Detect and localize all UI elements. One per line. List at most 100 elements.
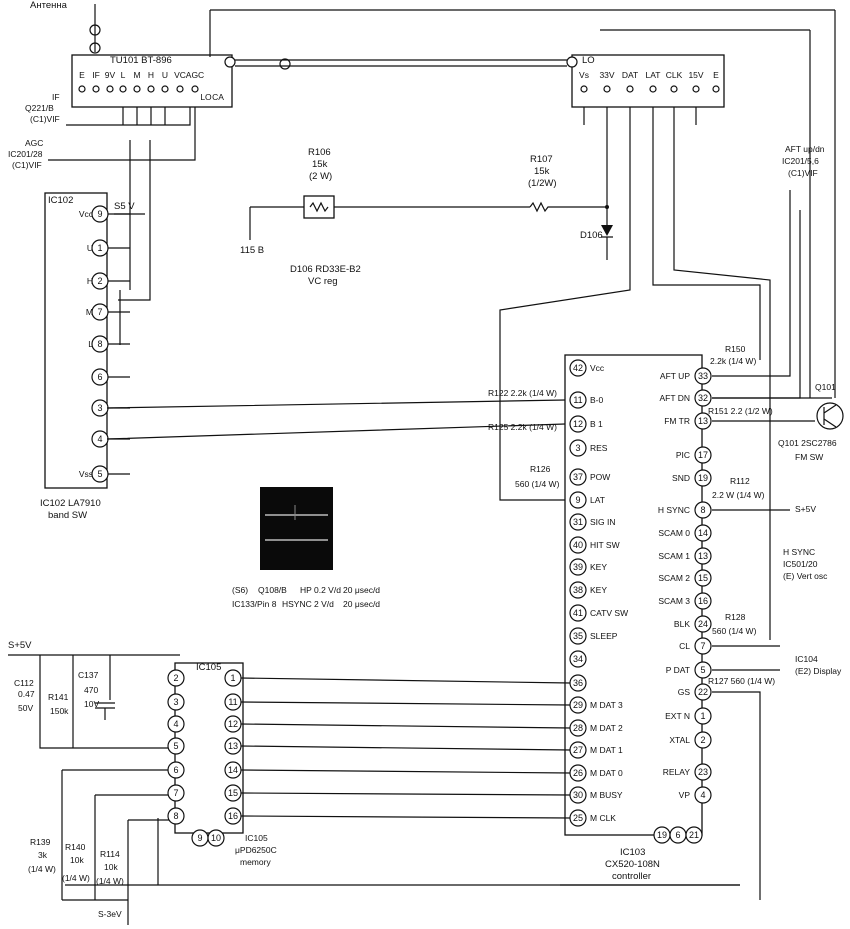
scope-caption: (S6) Q108/B HP 0.2 V/d 20 μsec/d IC133/P… [232,585,380,609]
svg-text:Q101 2SC2786: Q101 2SC2786 [778,438,837,448]
tuner-right-pin-terminal [670,85,678,93]
ic103-right-pin-circle [694,683,712,701]
scope-trace [260,487,333,570]
ic105-bottom-pin-number: 9 [197,833,202,843]
ic103-right-pin-circle [694,389,712,407]
ic105-bottom-pin-circle [207,829,225,847]
ic103-right-pin-circle [694,786,712,804]
ic103-left-pin-label: KEY [590,585,607,595]
ic103-left-pin-circle [569,650,587,668]
tuner-right-pin-terminal [712,85,720,93]
svg-text:20 μsec/d: 20 μsec/d [343,599,380,609]
ic102-pin-label: M [86,307,93,317]
r140-rating: (1/4 W) [62,873,90,883]
ic103-left-pin-label: SIG IN [590,517,616,527]
ic103-right-pin-circle [694,615,712,633]
r150-value: 2.2k (1/4 W) [710,356,756,366]
ic103-right-pin-label: FM TR [664,416,690,426]
ic103-right-pin-number: 5 [700,665,705,675]
ic103-right-pin-circle [694,469,712,487]
r139-name: R139 [30,837,51,847]
ic103-left-pin-number: 28 [573,723,583,733]
ic105-right-pin-number: 12 [228,719,238,729]
if-source: Q221/B [25,103,54,113]
tuner-pin-label: IF [92,70,100,80]
ic103-right-pin-label: BLK [674,619,690,629]
hsync-source: IC501/20 [783,559,818,569]
tuner-right-pin-label: CLK [666,70,683,80]
hsync-label: H SYNC [783,547,815,557]
ic105-left-pin-number: 2 [173,673,178,683]
tuner-pin-label: LO [200,92,212,102]
tuner-pin-terminal [133,85,141,93]
antenna-label: Антенна [30,0,68,11]
ic105-left-pin-number: 4 [173,719,178,729]
ic103-right-pin-label: XTAL [669,735,690,745]
tuner-pin-terminal [161,85,169,93]
b115-label: 115 B [240,245,264,256]
ic102-pin-number: 1 [97,243,102,253]
ic103-left-pin-circle [569,513,587,531]
ic103-bottom-pin-number: 21 [689,830,699,840]
ic103-right-pin-number: 1 [700,711,705,721]
r125-label: R125 2.2k (1/4 W) [488,422,557,432]
ic102-pin-label: L [88,339,93,349]
tuner-pin-terminal [191,85,199,93]
if-block: (C1)VIF [30,114,60,124]
r128-value: 560 (1/4 W) [712,626,757,636]
r122-label: R122 2.2k (1/4 W) [488,388,557,398]
ic103-left-pin-number: 9 [575,495,580,505]
ic105-left-pin-circle [167,784,185,802]
ic105-left-pin-number: 5 [173,741,178,751]
ic103-left-pin-number: 35 [573,631,583,641]
c112-voltage: 50V [18,703,33,713]
r150-name: R150 [725,344,746,354]
r151-label: R151 2.2 (1/2 W) [708,406,773,416]
ic103-left-pin-number: 3 [575,443,580,453]
ic103-role: controller [612,871,651,882]
ic103-right-pin-number: 8 [700,505,705,515]
ic105-left-pin-circle [167,693,185,711]
ic103-right-pin-number: 14 [698,528,708,538]
tuner-right-pin-terminal [692,85,700,93]
r127-label: R127 560 (1/4 W) [708,676,775,686]
tuner-right-pin-terminal [626,85,634,93]
ic103-left-pin-number: 27 [573,745,583,755]
ic103-right-pin-circle [694,412,712,430]
tuner-pin-terminal [147,85,155,93]
ic103-right-pin-number: 17 [698,450,708,460]
svg-text:FM SW: FM SW [795,452,823,462]
agc-block: (C1)VIF [12,160,42,170]
ic103-left-pin-circle [569,359,587,377]
svg-text:(2 W): (2 W) [309,171,332,182]
ic102-pin-number: 5 [97,469,102,479]
ic105-caption: IC105 [245,833,268,843]
tuner-right-pin-terminal [649,85,657,93]
ic103-right-pin-number: 19 [698,473,708,483]
ic102-pin-number: 6 [97,372,102,382]
ic103-right-pin-circle [694,731,712,749]
ic103-left-pin-circle [569,468,587,486]
ic103-left-pin-label: LAT [590,495,605,505]
ic102-caption-2: band SW [48,510,87,521]
ic103-right-pin-label: RELAY [663,767,691,777]
ic103-right-pin-label: SCAM 0 [658,528,690,538]
ic105-right-pin-number: 13 [228,741,238,751]
r140-value: 10k [70,855,84,865]
svg-text:15k: 15k [534,166,550,177]
ic105-part: μPD6250C [235,845,277,855]
s5v-label: S+5V [795,504,816,514]
ic103-left-pin-label: B 1 [590,419,603,429]
svg-text:20 μsec/d: 20 μsec/d [343,585,380,595]
ic102-caption: IC102 LA7910 [40,498,101,509]
r112-name: R112 [730,476,750,486]
tuner-pin-label: L [121,70,126,80]
c137-name: C137 [78,670,99,680]
tuner-right-pin-label: E [713,70,719,80]
ic102-pin-circle [91,272,109,290]
ic105-left-pin-circle [167,737,185,755]
ic103-right-pin-circle [694,637,712,655]
